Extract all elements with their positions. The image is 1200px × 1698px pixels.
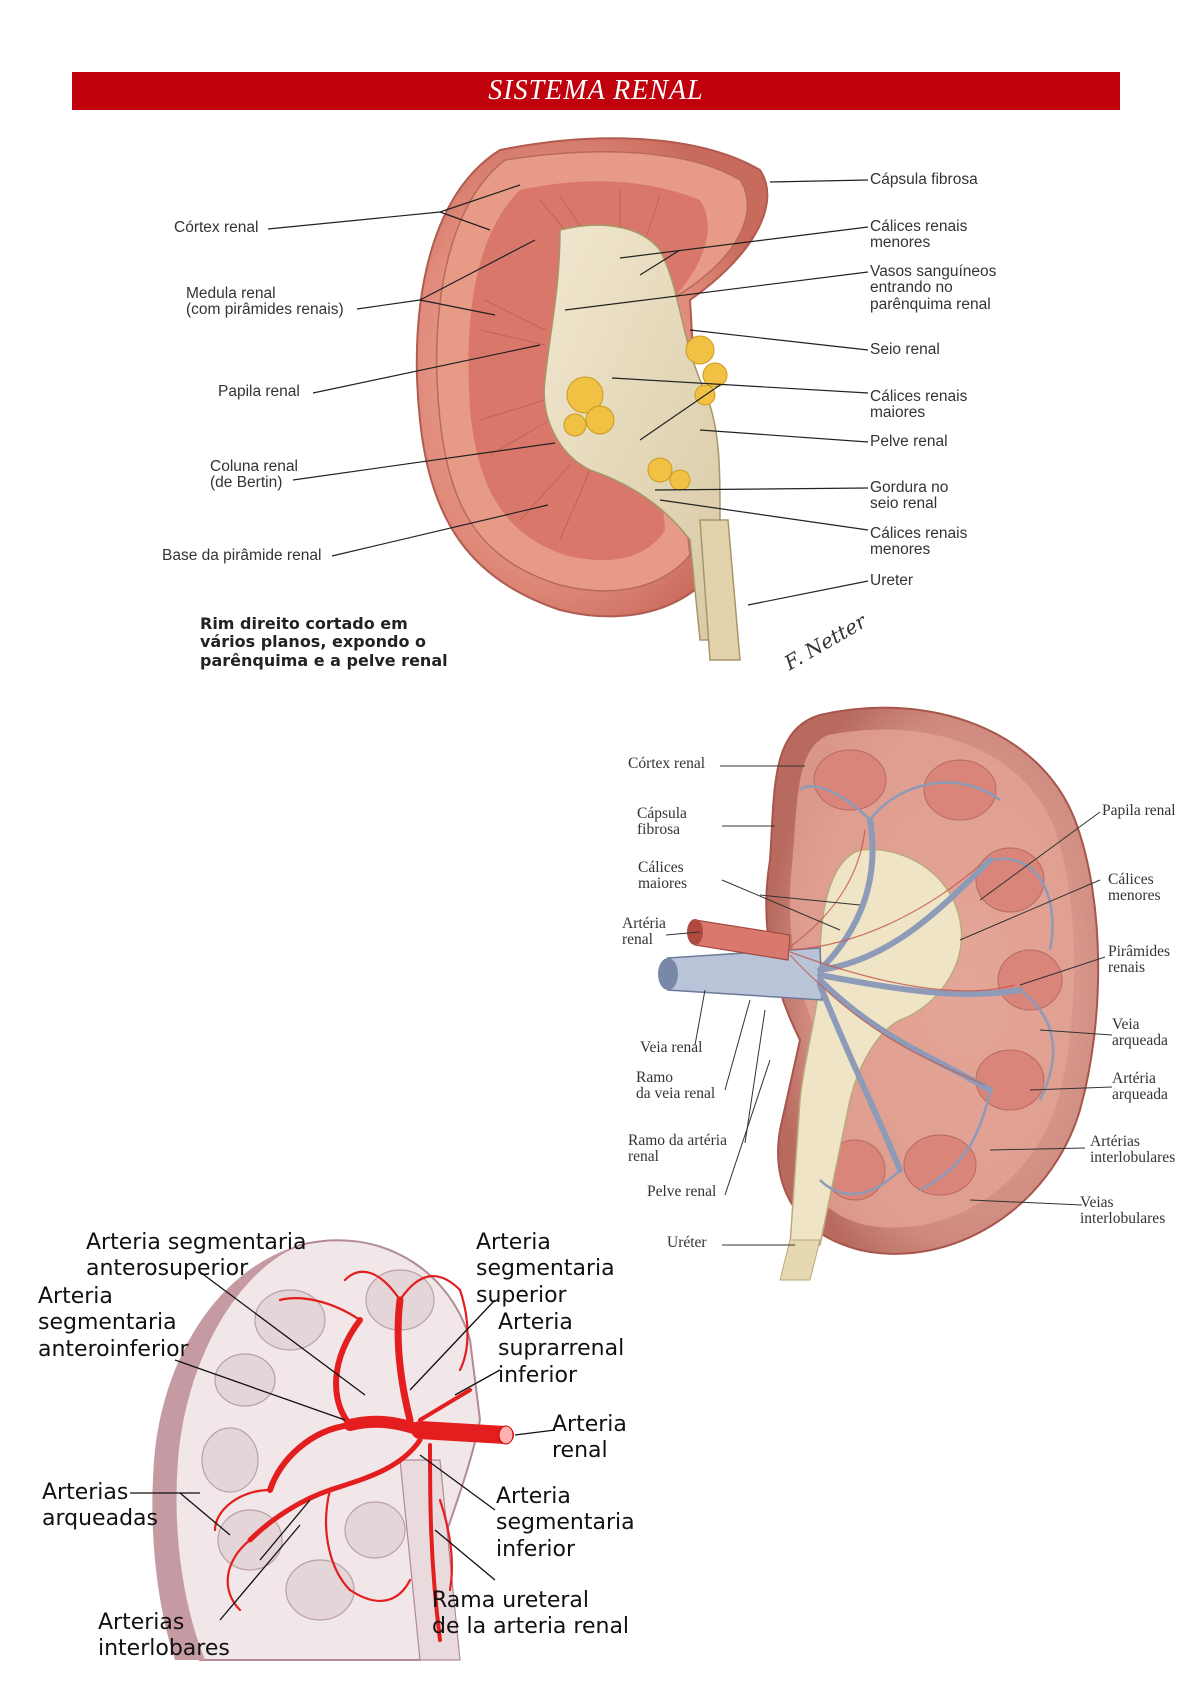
kidney-section-illustration <box>267 137 869 661</box>
label-papila-renal: Papila renal <box>218 383 300 400</box>
label-arterias-interlobares: Arterias interlobares <box>98 1610 230 1662</box>
label-arteria-segmentaria-inferior: Arteria segmentaria inferior <box>496 1484 635 1562</box>
label-piramides-renais: Pirâmides renais <box>1108 943 1170 977</box>
label-veias-interlobulares: Veias interlobulares <box>1080 1194 1166 1228</box>
label-calices-menores-2: Cálices menores <box>1108 871 1161 905</box>
label-veia-renal: Veia renal <box>640 1039 703 1056</box>
label-cortex-renal-2: Córtex renal <box>628 755 706 772</box>
label-arteria-renal-2: Artéria renal <box>622 915 666 949</box>
label-calices-maiores-2: Cálices maiores <box>638 859 688 893</box>
label-calices-maiores: Cálices renais maiores <box>870 388 968 422</box>
label-arteria-segmentaria-superior: Arteria segmentaria superior <box>476 1230 615 1308</box>
label-arteria-arqueada: Artéria arqueada <box>1112 1070 1168 1104</box>
label-arteria-renal-3: Arteria renal <box>552 1412 627 1464</box>
label-arterias-interlobulares: Artérias interlobulares <box>1090 1133 1176 1167</box>
label-ureter-2: Uréter <box>667 1234 707 1251</box>
label-arteria-segmentaria-anteroinferior: Arteria segmentaria anteroinferior <box>38 1284 189 1362</box>
label-arterias-arqueadas: Arterias arqueadas <box>42 1480 158 1532</box>
label-medula-renal: Medula renal (com pirâmides renais) <box>186 285 344 319</box>
figure1-caption: Rim direito cortado em vários planos, ex… <box>200 614 448 670</box>
label-arteria-segmentaria-anterosuperior: Arteria segmentaria anterosuperior <box>86 1230 307 1282</box>
label-gordura-seio: Gordura no seio renal <box>870 479 949 513</box>
label-coluna-renal: Coluna renal (de Bertin) <box>210 458 298 492</box>
label-ureter: Ureter <box>870 572 914 589</box>
label-ramo-arteria-renal: Ramo da artéria renal <box>628 1132 727 1166</box>
label-cortex-renal: Córtex renal <box>174 219 259 236</box>
label-pelve-renal-2: Pelve renal <box>647 1183 717 1200</box>
label-calices-menores-bottom: Cálices renais menores <box>870 525 968 559</box>
page-title: SISTEMA RENAL <box>488 75 704 106</box>
label-papila-renal-2: Papila renal <box>1102 802 1176 819</box>
label-veia-arqueada: Veia arqueada <box>1112 1016 1168 1050</box>
label-seio-renal: Seio renal <box>870 341 940 358</box>
figure-kidney-section: Córtex renal Medula renal (com pirâmides… <box>0 0 1200 690</box>
label-arteria-suprarrenal-inferior: Arteria suprarrenal inferior <box>498 1310 625 1388</box>
label-rama-ureteral: Rama ureteral de la arteria renal <box>432 1588 630 1640</box>
label-base-piramide: Base da pirâmide renal <box>162 547 322 564</box>
label-capsula-fibrosa: Cápsula fibrosa <box>870 171 978 188</box>
label-pelve-renal: Pelve renal <box>870 433 948 450</box>
label-vasos-sanguineos: Vasos sanguíneos entrando no parênquima … <box>870 263 997 313</box>
label-ramo-veia-renal: Ramo da veia renal <box>636 1069 716 1103</box>
label-calices-menores-top: Cálices renais menores <box>870 218 968 252</box>
label-capsula-fibrosa-2: Cápsula fibrosa <box>637 805 687 839</box>
title-banner: SISTEMA RENAL <box>72 72 1120 110</box>
